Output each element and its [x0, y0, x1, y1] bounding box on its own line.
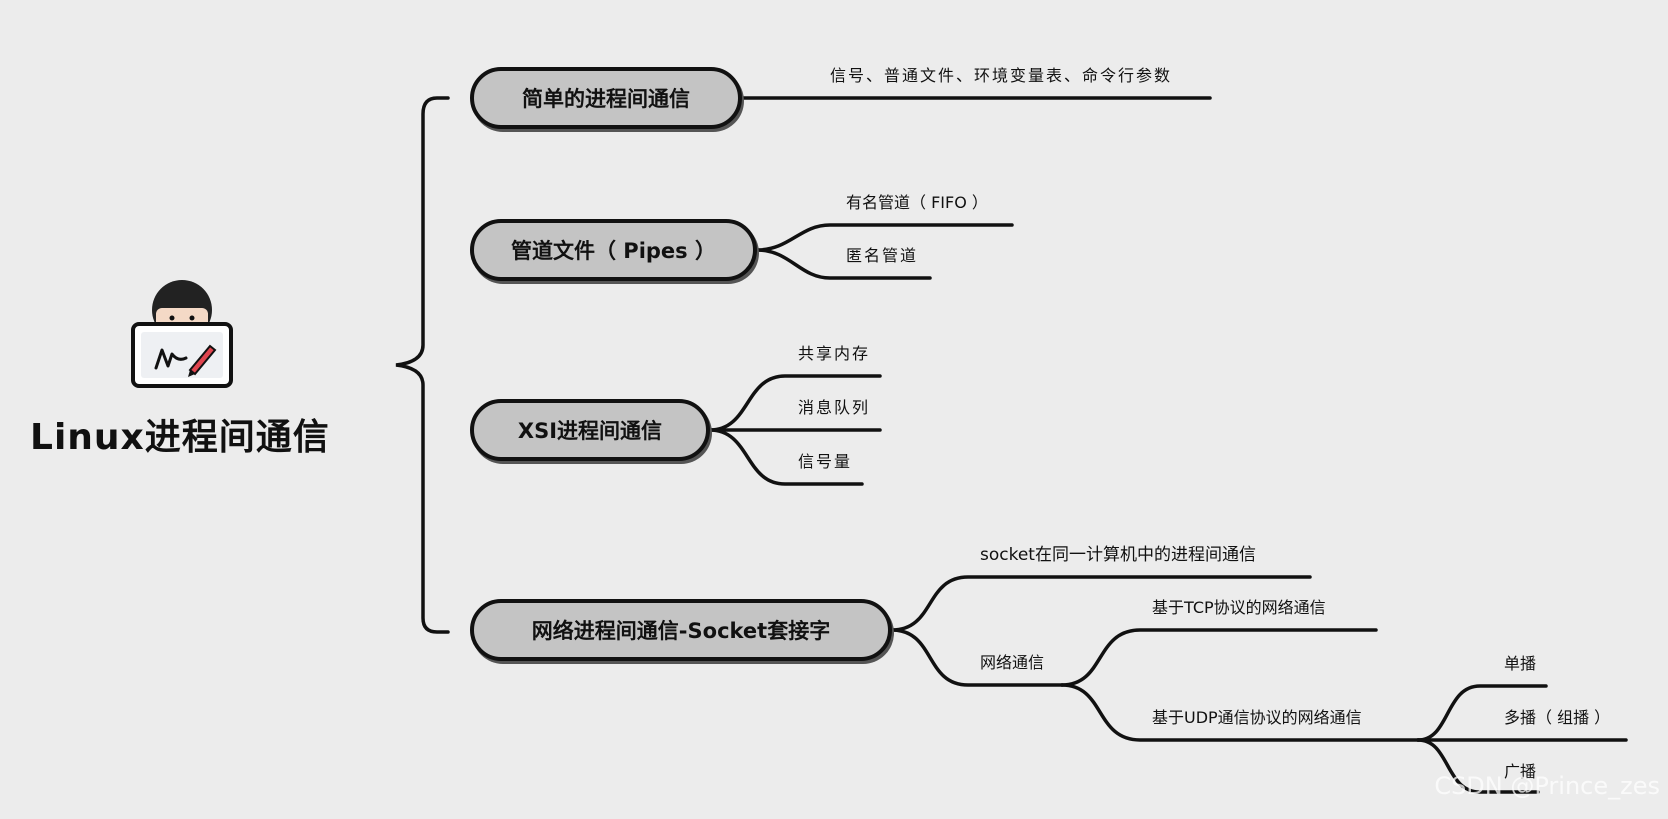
- leaf-multicast: 多播（ 组播 ）: [1504, 708, 1610, 728]
- leaf-semaphore: 信号量: [798, 452, 852, 472]
- node-network-comm: 网络通信: [980, 653, 1044, 673]
- leaf-anonymous-pipe: 匿名管道: [846, 246, 918, 266]
- root-bracket: [396, 98, 448, 632]
- leaf-named-pipe: 有名管道（ FIFO ）: [846, 193, 988, 213]
- connector-tcp: [1062, 630, 1376, 685]
- node-udp-comm: 基于UDP通信协议的网络通信: [1152, 708, 1362, 728]
- leaf-shared-memory: 共享内存: [798, 344, 870, 364]
- leaf-message-queue: 消息队列: [798, 398, 870, 418]
- node-label: 简单的进程间通信: [522, 83, 690, 113]
- node-pipes[interactable]: 管道文件（ Pipes ）: [470, 219, 757, 281]
- node-simple-ipc[interactable]: 简单的进程间通信: [470, 67, 742, 129]
- node-xsi-ipc[interactable]: XSI进程间通信: [470, 399, 710, 461]
- node-label: 网络进程间通信-Socket套接字: [532, 615, 830, 645]
- node-network-socket[interactable]: 网络进程间通信-Socket套接字: [470, 599, 892, 661]
- person-laptop-icon: [128, 278, 236, 390]
- leaf-tcp-comm: 基于TCP协议的网络通信: [1152, 598, 1326, 618]
- root-title: Linux进程间通信: [30, 408, 330, 460]
- leaf-unicast: 单播: [1504, 654, 1536, 674]
- node-label: XSI进程间通信: [518, 415, 662, 445]
- leaf-simple-ipc-methods: 信号、普通文件、环境变量表、命令行参数: [830, 66, 1172, 86]
- node-label: 管道文件（ Pipes ）: [511, 235, 716, 265]
- leaf-local-socket: socket在同一计算机中的进程间通信: [980, 545, 1256, 565]
- csdn-watermark: CSDN @Prince_zes: [1434, 772, 1660, 800]
